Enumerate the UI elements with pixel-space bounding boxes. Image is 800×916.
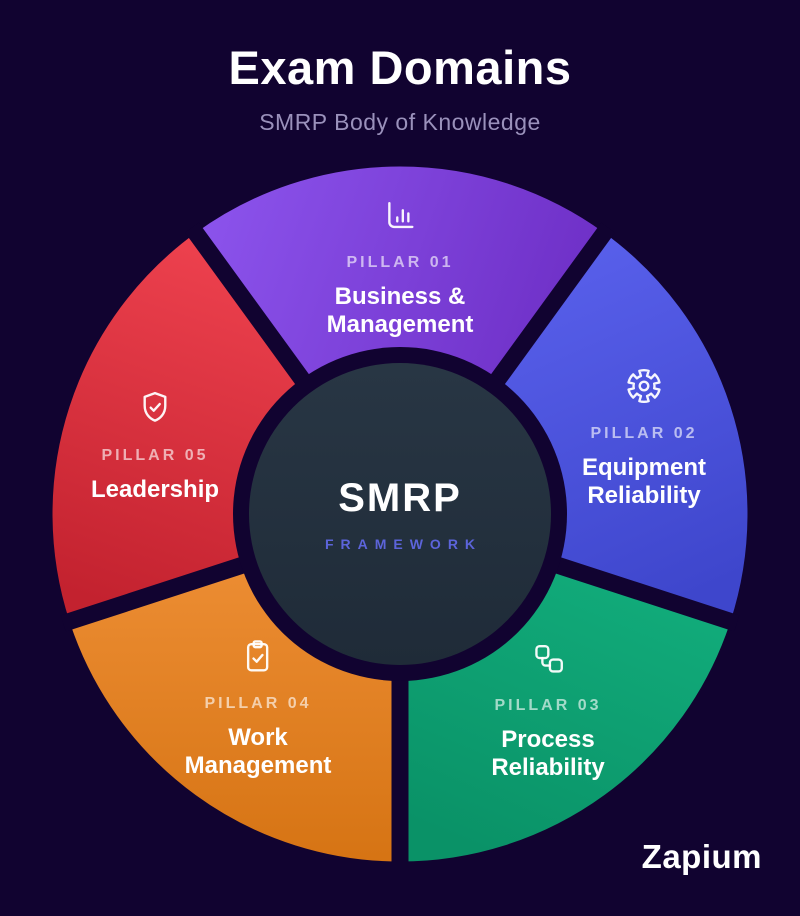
- hub-title: SMRP: [338, 476, 462, 520]
- brand-logo: Zapium: [641, 838, 762, 875]
- page-title: Exam Domains: [228, 41, 572, 94]
- hub-subtitle: FRAMEWORK: [324, 536, 483, 552]
- header: Exam Domains SMRP Body of Knowledge: [0, 40, 800, 136]
- sector-pillar-01: [194, 166, 606, 517]
- hub-text-block: SMRP FRAMEWORK: [250, 476, 550, 552]
- page-subtitle: SMRP Body of Knowledge: [259, 109, 541, 135]
- hub-circle: [249, 363, 551, 665]
